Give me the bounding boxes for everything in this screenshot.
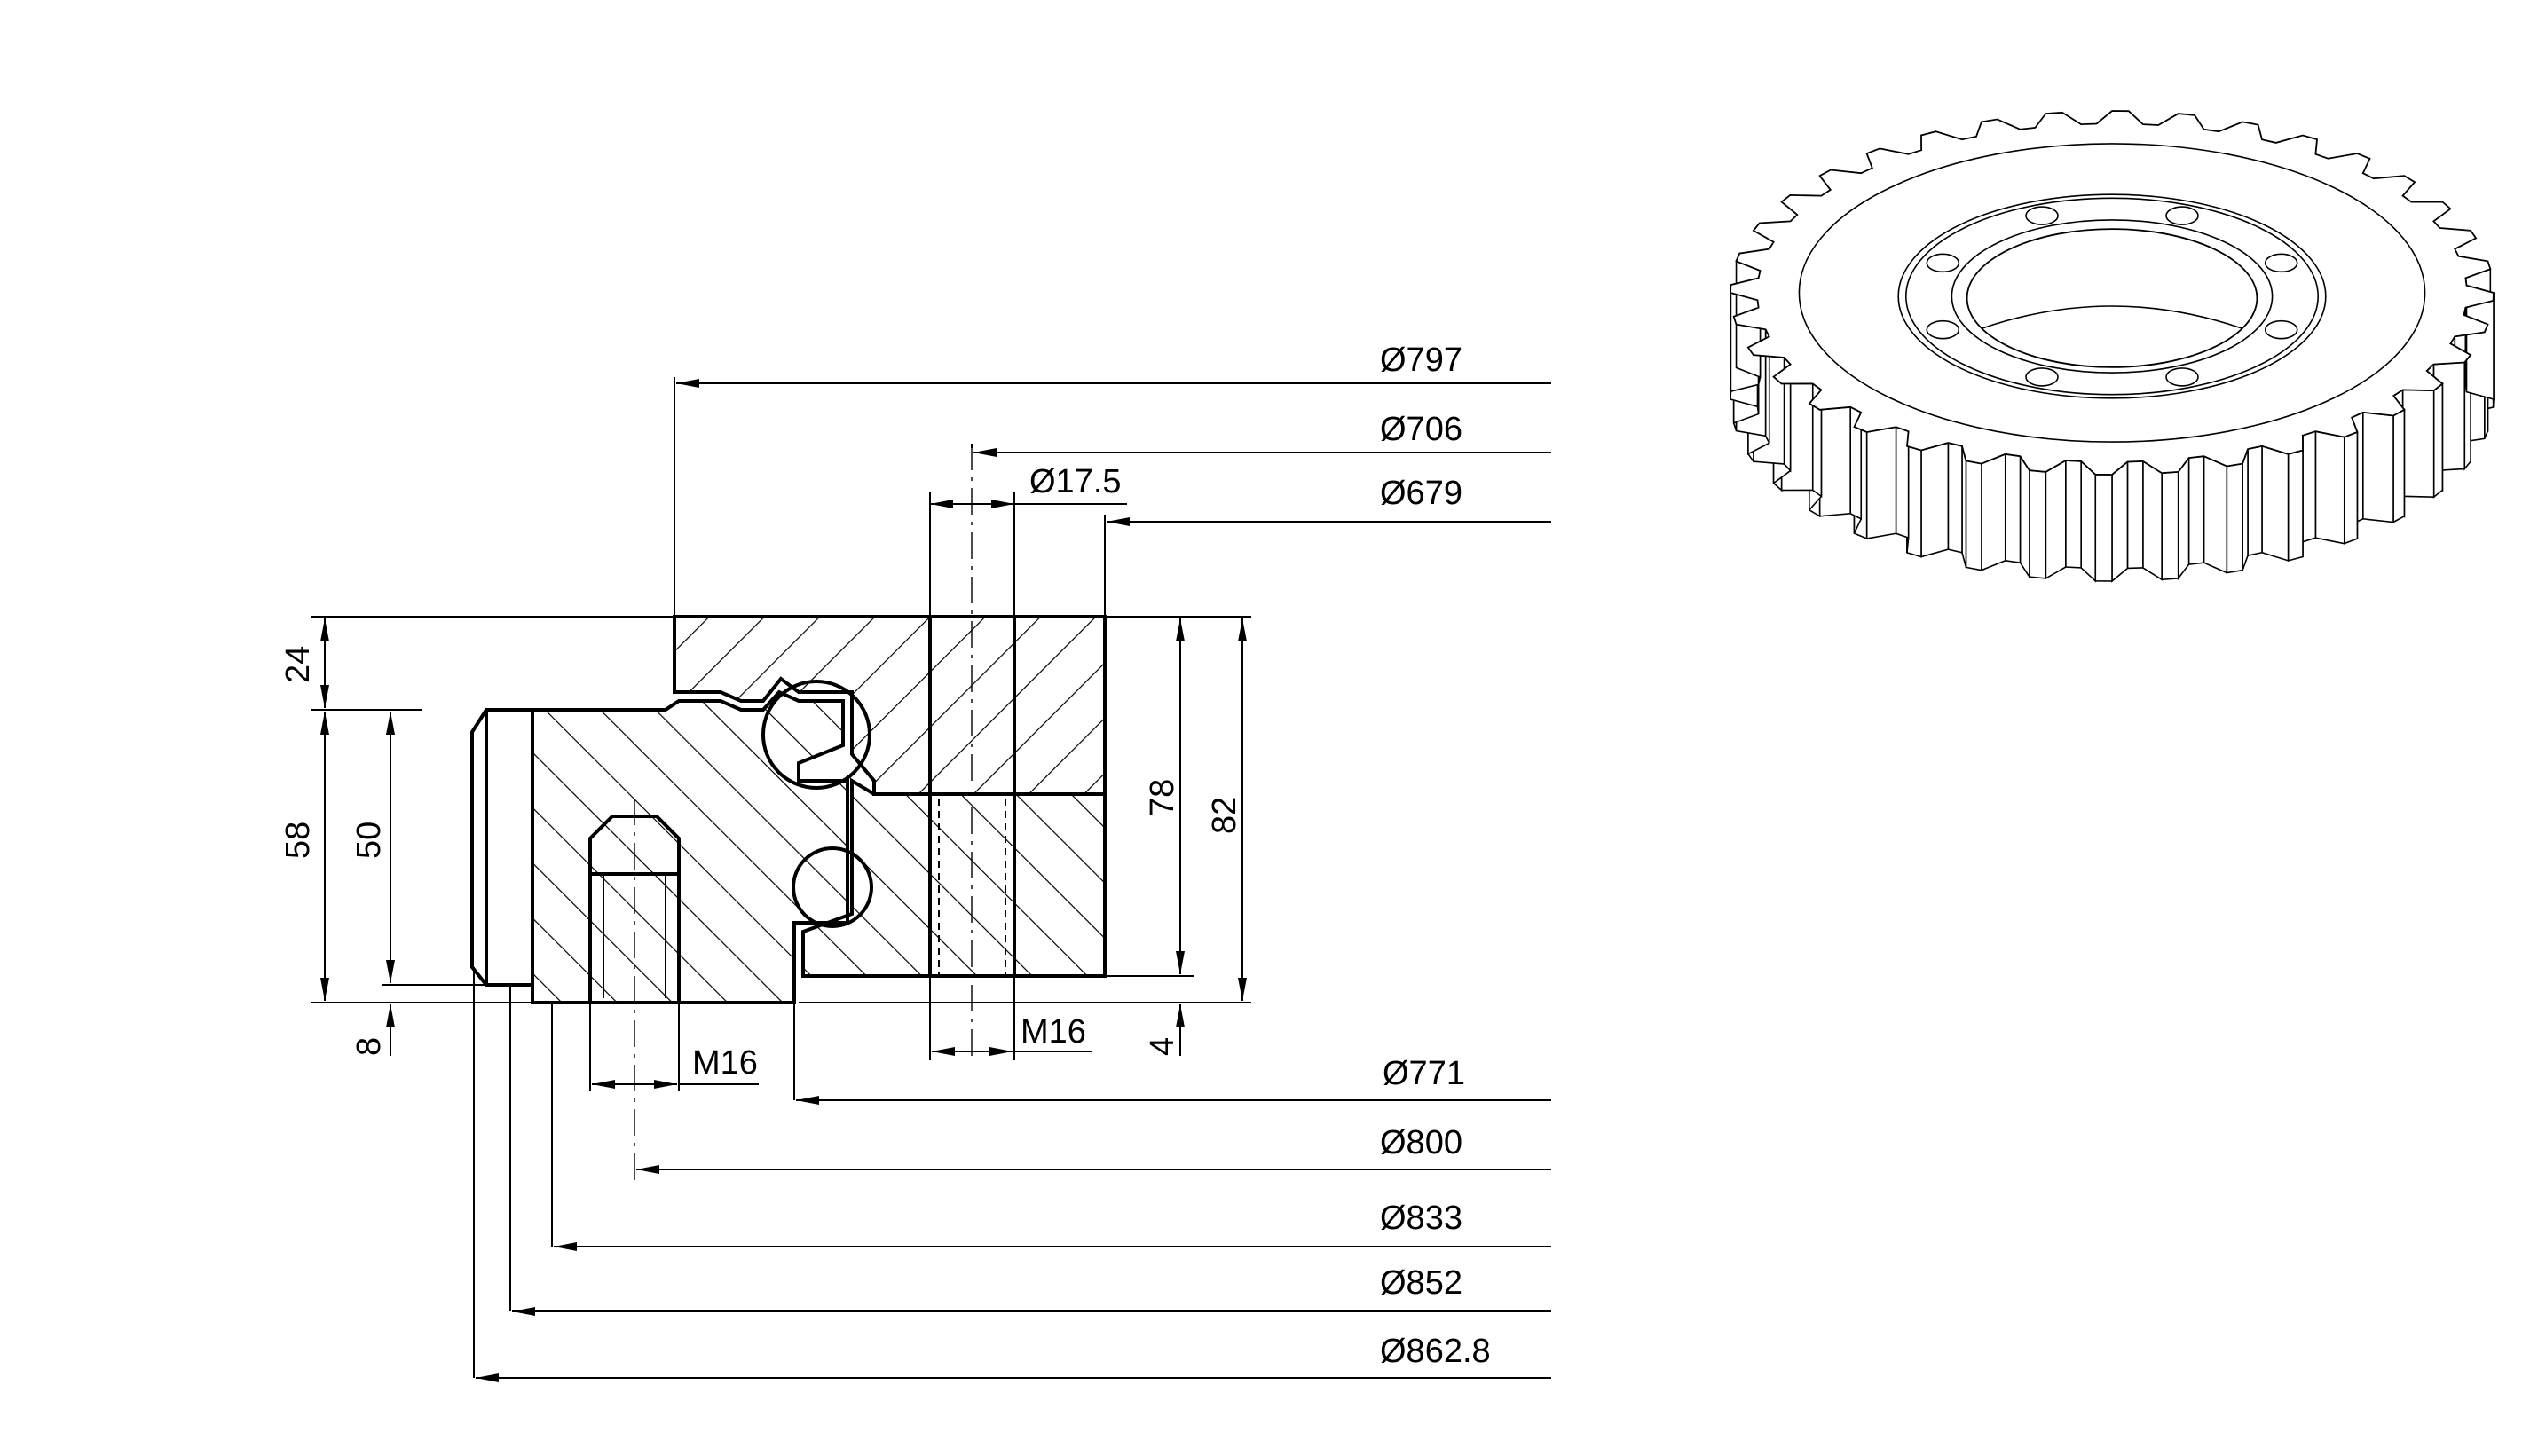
bolt-hole — [2264, 319, 2298, 340]
gear-tooth-face — [2361, 411, 2394, 523]
bolt-hole — [2165, 367, 2199, 387]
gear-tooth-face — [2226, 462, 2243, 574]
inner-bore — [1966, 228, 2258, 368]
dim-862-8: Ø862.8 — [1380, 1333, 1491, 1370]
dim-706: Ø706 — [1380, 411, 1462, 448]
dim-800: Ø800 — [1380, 1124, 1462, 1161]
gear-tooth-face — [2004, 453, 2022, 564]
gear-tooth-face — [1818, 405, 1851, 517]
gear-tooth-face — [2432, 382, 2444, 499]
gear-tooth-face — [2302, 430, 2317, 543]
bolt-hole — [2264, 253, 2298, 273]
height-82: 82 — [1206, 797, 1243, 834]
dimension-labels: Ø797 Ø706 Ø17.5 Ø679 Ø771 Ø800 Ø833 Ø852… — [280, 342, 1491, 1370]
height-24: 24 — [280, 646, 317, 683]
gear-tooth-face — [2142, 460, 2163, 581]
dimension-lines — [311, 377, 1551, 1382]
ring-band — [1905, 197, 2320, 396]
gear-tooth-face — [1865, 426, 1897, 539]
height-50: 50 — [351, 822, 388, 859]
dim-17-5: Ø17.5 — [1029, 463, 1122, 500]
gear-tooth-face — [1947, 442, 1963, 554]
gear-tooth-face — [2045, 459, 2067, 580]
bolt-hole — [2025, 367, 2059, 387]
bolt-hole — [2025, 206, 2059, 225]
gear-tooth-face — [1920, 442, 1950, 558]
height-4: 4 — [1144, 1037, 1181, 1056]
gear-tooth-face — [2094, 473, 2113, 582]
ring-band — [1951, 219, 2274, 374]
gear-tooth-face — [2314, 430, 2345, 545]
gear-tooth-face — [2080, 460, 2097, 583]
height-8: 8 — [351, 1037, 388, 1056]
dim-833: Ø833 — [1380, 1200, 1462, 1237]
ring-band — [1897, 193, 2327, 399]
gear-tooth-face — [2401, 389, 2435, 498]
isometric-gear-view — [1730, 110, 2495, 583]
gear-tooth-face — [2247, 445, 2263, 557]
gear-tooth-face — [2392, 408, 2406, 523]
bearing-cross-section — [470, 444, 1107, 1180]
bore-inner-edge — [1982, 305, 2242, 329]
gear-tooth-face — [2203, 454, 2228, 574]
bottom-ring-right — [801, 777, 1107, 978]
gear-tip-profile — [470, 708, 534, 987]
gear-tooth-face — [2111, 460, 2129, 583]
gear-tooth-face — [2287, 449, 2304, 562]
gear-tooth-face — [2261, 445, 2290, 562]
gear-tooth-face — [2161, 471, 2179, 581]
dim-771: Ø771 — [1383, 1055, 1465, 1092]
gear-tooth-face — [2187, 455, 2205, 566]
gear-tooth-face — [2029, 469, 2047, 579]
dim-679: Ø679 — [1380, 475, 1462, 512]
gear-tooth-face — [1965, 460, 1982, 571]
dim-797: Ø797 — [1380, 342, 1462, 379]
lower-ball — [792, 846, 873, 928]
gear-tooth-face — [2177, 455, 2190, 581]
upper-ball — [761, 680, 871, 790]
ring-band — [1798, 143, 2426, 443]
dim-852: Ø852 — [1380, 1264, 1462, 1302]
thread-m16-right: M16 — [1021, 1013, 1086, 1051]
bolt-hole — [2165, 206, 2199, 225]
gear-tooth-face — [2126, 460, 2144, 570]
gear-tooth-face — [1981, 453, 2006, 571]
height-78: 78 — [1144, 779, 1181, 816]
gear-tooth-face — [2343, 430, 2359, 545]
thread-m16-left: M16 — [692, 1044, 758, 1082]
bolt-hole — [1926, 253, 1960, 273]
inner-ring-section — [531, 689, 849, 1004]
gear-tooth-face — [2019, 453, 2030, 579]
height-58: 58 — [280, 822, 317, 859]
gear-tooth-face — [2065, 460, 2082, 569]
bolt-hole — [1926, 319, 1960, 340]
gear-tooth-face — [2242, 448, 2249, 571]
